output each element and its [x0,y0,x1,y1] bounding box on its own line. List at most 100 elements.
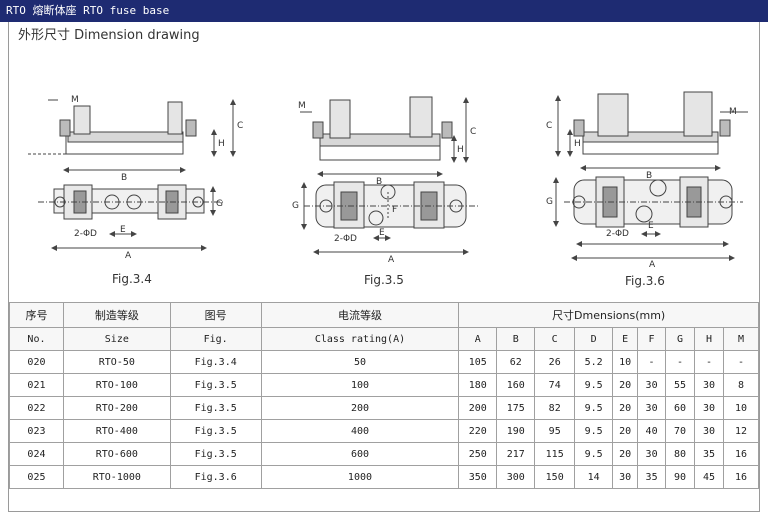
dim-label: C [546,121,552,131]
table-cell: RTO-600 [62,442,171,466]
table-cell: 90 [665,465,695,489]
table-cell: 30 [637,396,667,420]
table-cell: 30 [694,419,724,443]
table-cell: 9.5 [574,373,614,397]
dim-label: E [379,228,385,238]
table-cell: Fig.3.5 [169,419,262,443]
table-cell: 16 [722,442,760,466]
table-cell: 26 [534,350,576,374]
table-cell: 300 [496,465,536,489]
table-cell: 95 [534,419,576,443]
figure-3-5-dim-labels: M C H B G F 2-ΦD E A [292,101,476,265]
figure-3-4-drawing [28,99,236,251]
dim-label: B [376,177,382,187]
table-cell: 55 [665,373,695,397]
header-cell: D [574,327,614,351]
header-cell: Class rating(A) [260,327,460,351]
figure-caption-3-6: Fig.3.6 [625,274,665,288]
dim-label: G [292,201,299,211]
table-cell: 9.5 [574,419,614,443]
header-cell: H [694,327,724,351]
table-cell: 30 [612,465,639,489]
dim-label: A [125,251,132,261]
table-cell: RTO-100 [62,373,171,397]
table-cell: Fig.3.5 [169,442,262,466]
table-cell: 16 [722,465,760,489]
table-cell: RTO-400 [62,419,171,443]
header-cell: 尺寸Dmensions(mm) [458,302,759,328]
header-cell: Size [62,327,171,351]
header-cell: E [612,327,639,351]
table-cell: 190 [496,419,536,443]
dim-label: M [298,101,306,111]
table-cell: 160 [496,373,536,397]
table-cell: - [722,350,760,374]
table-cell: 20 [612,442,639,466]
table-cell: 150 [534,465,576,489]
dim-label: M [71,95,79,105]
figure-3-5-drawing [300,96,478,255]
dim-label: F [392,205,397,215]
table-header-en: No. Size Fig. Class rating(A) A B C D E … [9,327,760,351]
table-cell: 105 [458,350,498,374]
header-cell: 序号 [9,302,64,328]
dim-label: 2-ΦD [334,234,357,244]
header-cell: B [496,327,536,351]
table-cell: 023 [9,419,64,443]
table-cell: 30 [694,396,724,420]
dimension-drawings: M C H B G 2-ΦD E A [28,91,748,270]
table-cell: 62 [496,350,536,374]
table-cell: 74 [534,373,576,397]
dim-label: C [470,127,476,137]
dim-label: E [120,225,126,235]
table-cell: 9.5 [574,396,614,420]
table-cell: 115 [534,442,576,466]
table-cell: 30 [694,373,724,397]
table-cell: 025 [9,465,64,489]
dim-label: G [216,199,223,209]
header-cell: C [534,327,576,351]
section-subtitle: 外形尺寸 Dimension drawing [18,28,200,43]
table-cell: 40 [637,419,667,443]
table-cell: RTO-200 [62,396,171,420]
table-cell: 20 [612,396,639,420]
header-cell: A [458,327,498,351]
table-cell: RTO-50 [62,350,171,374]
table-cell: 60 [665,396,695,420]
table-cell: 14 [574,465,614,489]
table-cell: 35 [637,465,667,489]
content-frame [8,22,760,512]
table-cell: 175 [496,396,536,420]
dim-label: 2-ΦD [74,229,97,239]
header-cell: 电流等级 [260,302,460,328]
header-cell: F [637,327,667,351]
header-cell: M [722,327,760,351]
table-cell: 400 [260,419,460,443]
table-cell: 35 [694,442,724,466]
figure-3-6-dim-labels: M C H B G 2-ΦD E A [546,107,737,270]
dim-label: A [388,255,395,265]
figure-3-4-dim-labels: M C H B G 2-ΦD E A [71,95,243,261]
dim-label: E [648,221,654,231]
table-cell: 024 [9,442,64,466]
dim-label: H [457,145,464,155]
dim-label: B [646,171,652,181]
table-cell: Fig.3.5 [169,373,262,397]
table-cell: 50 [260,350,460,374]
header-cell: 图号 [169,302,262,328]
table-cell: - [665,350,695,374]
dim-label: M [729,107,737,117]
table-cell: RTO-1000 [62,465,171,489]
table-cell: Fig.3.6 [169,465,262,489]
table-cell: 20 [612,419,639,443]
dim-label: H [574,139,581,149]
table-cell: 80 [665,442,695,466]
table-cell: 9.5 [574,442,614,466]
table-cell: Fig.3.5 [169,396,262,420]
table-cell: 022 [9,396,64,420]
table-cell: 45 [694,465,724,489]
